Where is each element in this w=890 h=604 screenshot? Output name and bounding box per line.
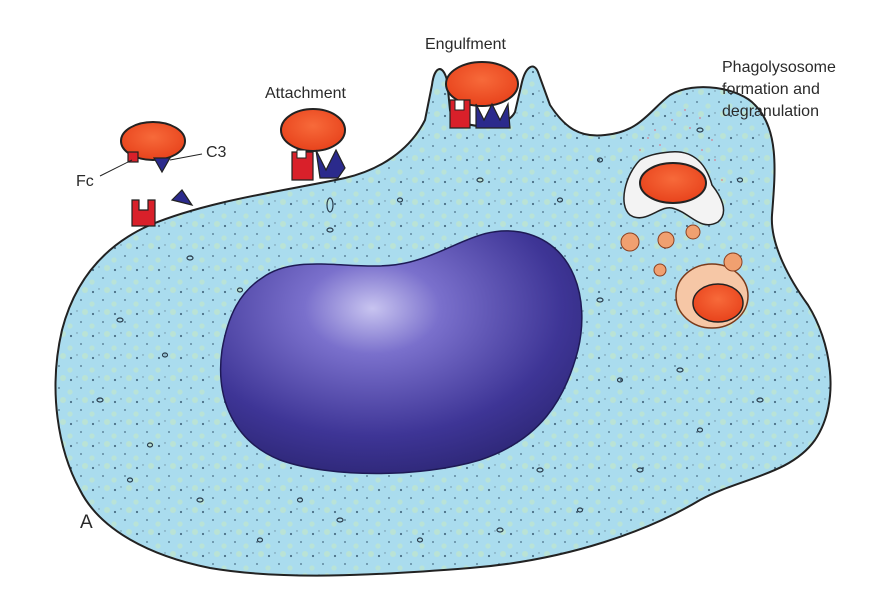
phagolysosome-label-line1: Phagolysosome — [722, 58, 836, 78]
attachment-label: Attachment — [265, 84, 346, 104]
fc-label: Fc — [76, 172, 94, 192]
engulfment-label: Engulfment — [425, 35, 506, 55]
c3-fragment — [154, 158, 170, 172]
engulfment-bacterium — [446, 62, 518, 128]
attachment-bacterium — [281, 109, 345, 180]
phagolysosome-label-line2: formation and — [722, 80, 820, 100]
free-bacterium — [100, 122, 202, 176]
panel-label: A — [80, 513, 93, 533]
fc-fragment — [128, 152, 138, 162]
c3-label: C3 — [206, 143, 226, 163]
phagolysosome-label-line3: degranulation — [722, 102, 819, 122]
